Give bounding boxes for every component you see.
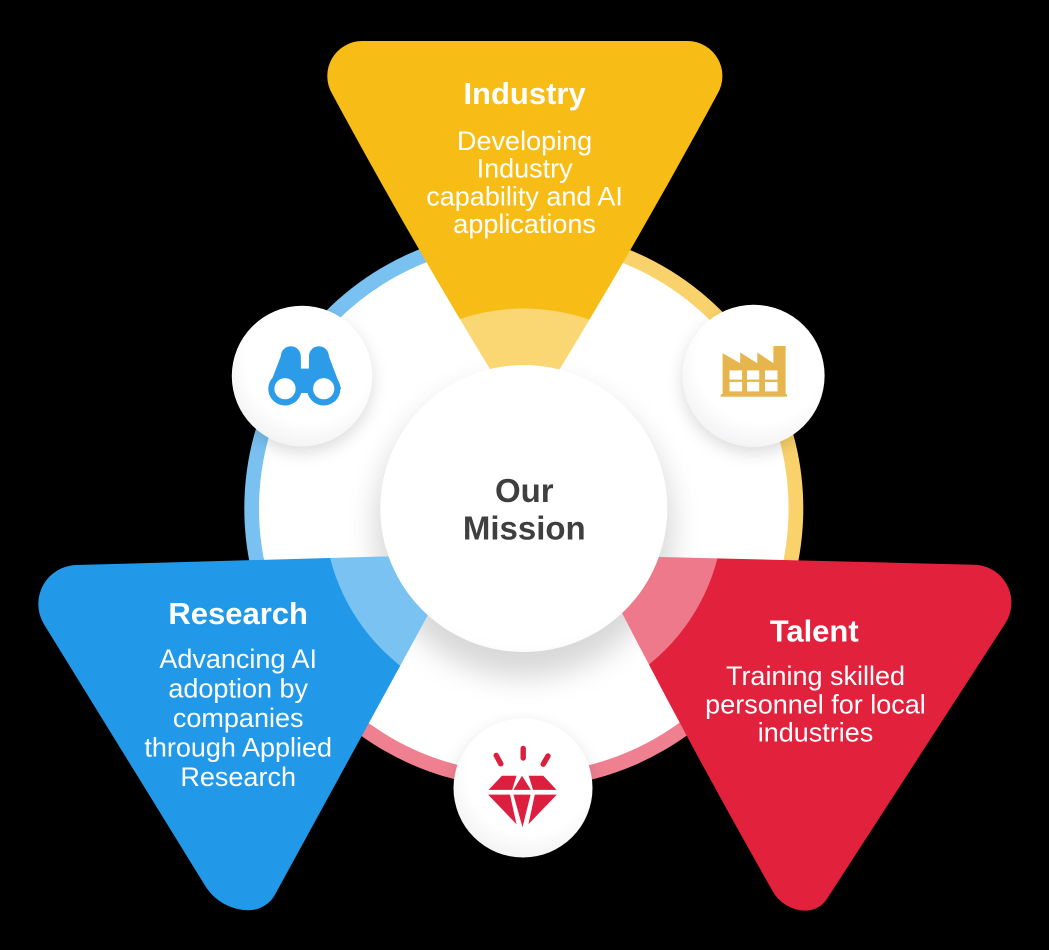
- svg-text:companies: companies: [173, 703, 304, 733]
- svg-text:through Applied: through Applied: [144, 732, 332, 762]
- svg-text:Our: Our: [495, 472, 554, 509]
- svg-text:industries: industries: [758, 717, 874, 747]
- svg-text:Mission: Mission: [463, 510, 586, 547]
- svg-text:capability and AI: capability and AI: [426, 181, 623, 211]
- svg-text:Talent: Talent: [770, 613, 859, 648]
- svg-text:applications: applications: [453, 209, 596, 239]
- svg-text:personnel for local: personnel for local: [705, 689, 926, 719]
- svg-text:Developing: Developing: [457, 126, 592, 156]
- svg-text:Research: Research: [168, 596, 308, 631]
- svg-text:Industry: Industry: [477, 154, 574, 184]
- svg-text:Industry: Industry: [463, 76, 586, 111]
- svg-text:adoption by: adoption by: [168, 673, 308, 703]
- svg-text:Training skilled: Training skilled: [726, 661, 905, 691]
- svg-text:Advancing AI: Advancing AI: [159, 644, 317, 674]
- svg-text:Research: Research: [180, 762, 296, 792]
